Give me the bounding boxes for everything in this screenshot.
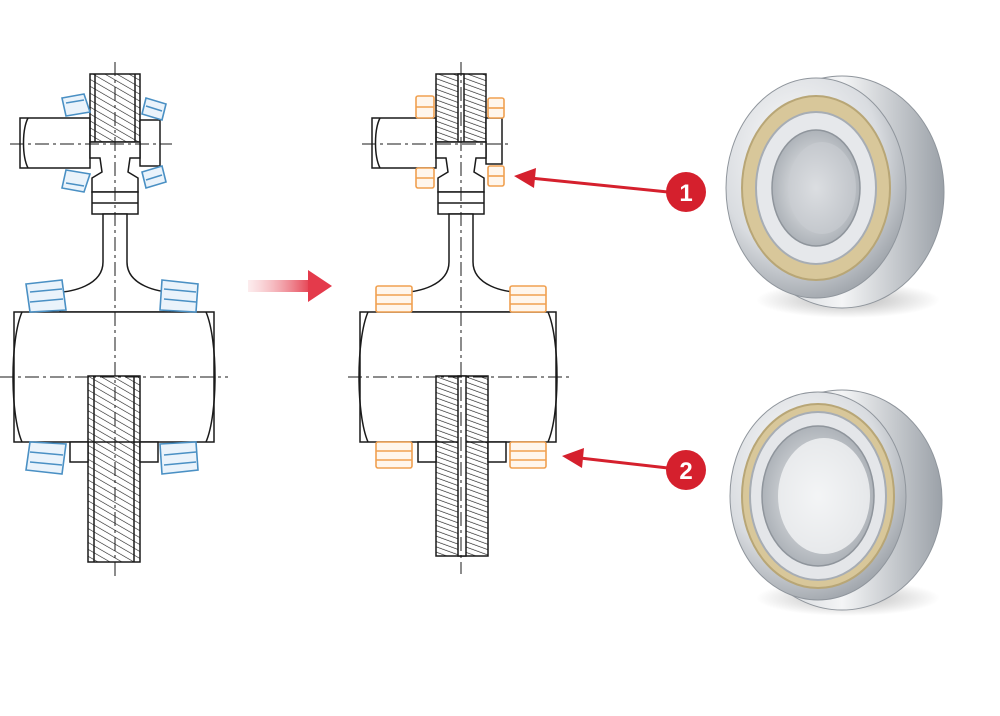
bearing-image-1 (725, 75, 945, 318)
cylindrical-bearings (375, 95, 547, 469)
callout-badge-1: 1 (666, 172, 706, 212)
bearing-image-2 (729, 389, 943, 616)
arrow-left-icon (562, 448, 669, 470)
assembly-after (348, 62, 572, 574)
arrow-left-icon (514, 168, 669, 194)
callout-badge-2: 2 (666, 450, 706, 490)
assembly-before (0, 62, 228, 580)
arrow-right-icon (248, 270, 332, 302)
callout-number-1: 1 (679, 180, 692, 207)
callout-number-2: 2 (679, 458, 692, 485)
tapered-bearings (25, 93, 199, 475)
